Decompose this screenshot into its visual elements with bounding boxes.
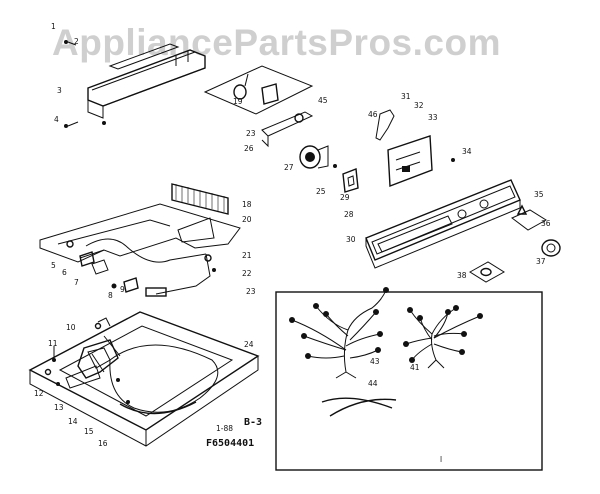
small-mark: 1-88 xyxy=(216,424,233,433)
callout-19: 19 xyxy=(233,97,243,106)
callout-24: 24 xyxy=(244,340,254,349)
wire-lead xyxy=(85,238,211,297)
callout-10: 10 xyxy=(66,323,76,332)
callout-21: 21 xyxy=(242,251,252,260)
callout-14: 14 xyxy=(68,417,78,426)
wire-harness-bracket xyxy=(39,203,241,263)
callout-46: 46 xyxy=(368,110,378,119)
console-bracket xyxy=(87,43,206,119)
callout-6: 6 xyxy=(62,268,67,277)
callout-labels: 1 2 3 4 5 6 7 8 9 10 11 12 13 14 15 16 1… xyxy=(34,22,551,448)
callout-13: 13 xyxy=(54,403,64,412)
harness-detail-frame xyxy=(275,291,543,471)
corner-mark: l xyxy=(440,455,442,464)
callout-44: 44 xyxy=(368,379,378,388)
lid-switch xyxy=(65,339,119,389)
callout-7: 7 xyxy=(74,278,79,287)
wiring-connector-18 xyxy=(171,183,229,215)
screw-5 xyxy=(66,240,74,248)
callout-30: 30 xyxy=(346,235,356,244)
jumper-wire-44 xyxy=(321,397,397,417)
callout-38: 38 xyxy=(457,271,467,280)
callout-31: 31 xyxy=(401,92,411,101)
callout-23-upper: 23 xyxy=(246,129,256,138)
callout-23-lower: 23 xyxy=(246,287,256,296)
switch-plate xyxy=(203,65,314,115)
wire-harness-43 xyxy=(289,287,389,379)
callout-45: 45 xyxy=(318,96,328,105)
control-knob xyxy=(541,239,561,257)
switch-lever xyxy=(375,109,395,141)
callout-25: 25 xyxy=(316,187,326,196)
callout-34: 34 xyxy=(462,147,472,156)
screw-10 xyxy=(94,317,111,330)
control-board xyxy=(387,135,433,187)
callout-36: 36 xyxy=(541,219,551,228)
callout-12: 12 xyxy=(34,389,44,398)
callout-20: 20 xyxy=(242,215,252,224)
screw-4 xyxy=(64,121,79,128)
console-panel xyxy=(365,179,521,269)
screw-11 xyxy=(52,346,56,362)
callout-18: 18 xyxy=(242,200,252,209)
clip-6 xyxy=(79,251,95,267)
callout-8: 8 xyxy=(108,291,113,300)
callout-26: 26 xyxy=(244,144,254,153)
callout-1: 1 xyxy=(51,22,56,31)
screw-2 xyxy=(64,40,77,46)
timer-motor xyxy=(299,145,329,169)
callout-5: 5 xyxy=(51,261,56,270)
selector-switch xyxy=(342,168,359,193)
callout-27: 27 xyxy=(284,163,294,172)
terminal-8 xyxy=(111,283,117,289)
wire-harness-41 xyxy=(403,305,483,369)
callout-9: 9 xyxy=(120,285,125,294)
callout-29: 29 xyxy=(340,193,350,202)
callout-35: 35 xyxy=(534,190,544,199)
callout-41: 41 xyxy=(410,363,420,372)
callout-11: 11 xyxy=(48,339,58,348)
knob-clip xyxy=(511,204,547,231)
callout-4: 4 xyxy=(54,115,59,124)
terminal-9 xyxy=(123,277,139,293)
top-cover xyxy=(28,311,260,447)
section-label: B-3 xyxy=(244,417,262,428)
callout-2: 2 xyxy=(74,37,79,46)
callout-15: 15 xyxy=(84,427,94,436)
callout-3: 3 xyxy=(57,86,62,95)
clip-7 xyxy=(91,259,109,275)
callout-22: 22 xyxy=(242,269,252,278)
callout-33: 33 xyxy=(428,113,438,122)
callout-28: 28 xyxy=(344,210,354,219)
callout-43: 43 xyxy=(370,357,380,366)
callout-32: 32 xyxy=(414,101,424,110)
callout-37: 37 xyxy=(536,257,546,266)
mount-bracket xyxy=(261,111,314,148)
callout-16: 16 xyxy=(98,439,108,448)
part-code: F6504401 xyxy=(206,438,254,449)
switch-button xyxy=(469,261,505,283)
watermark-text: AppliancePartsPros.com xyxy=(52,22,501,63)
